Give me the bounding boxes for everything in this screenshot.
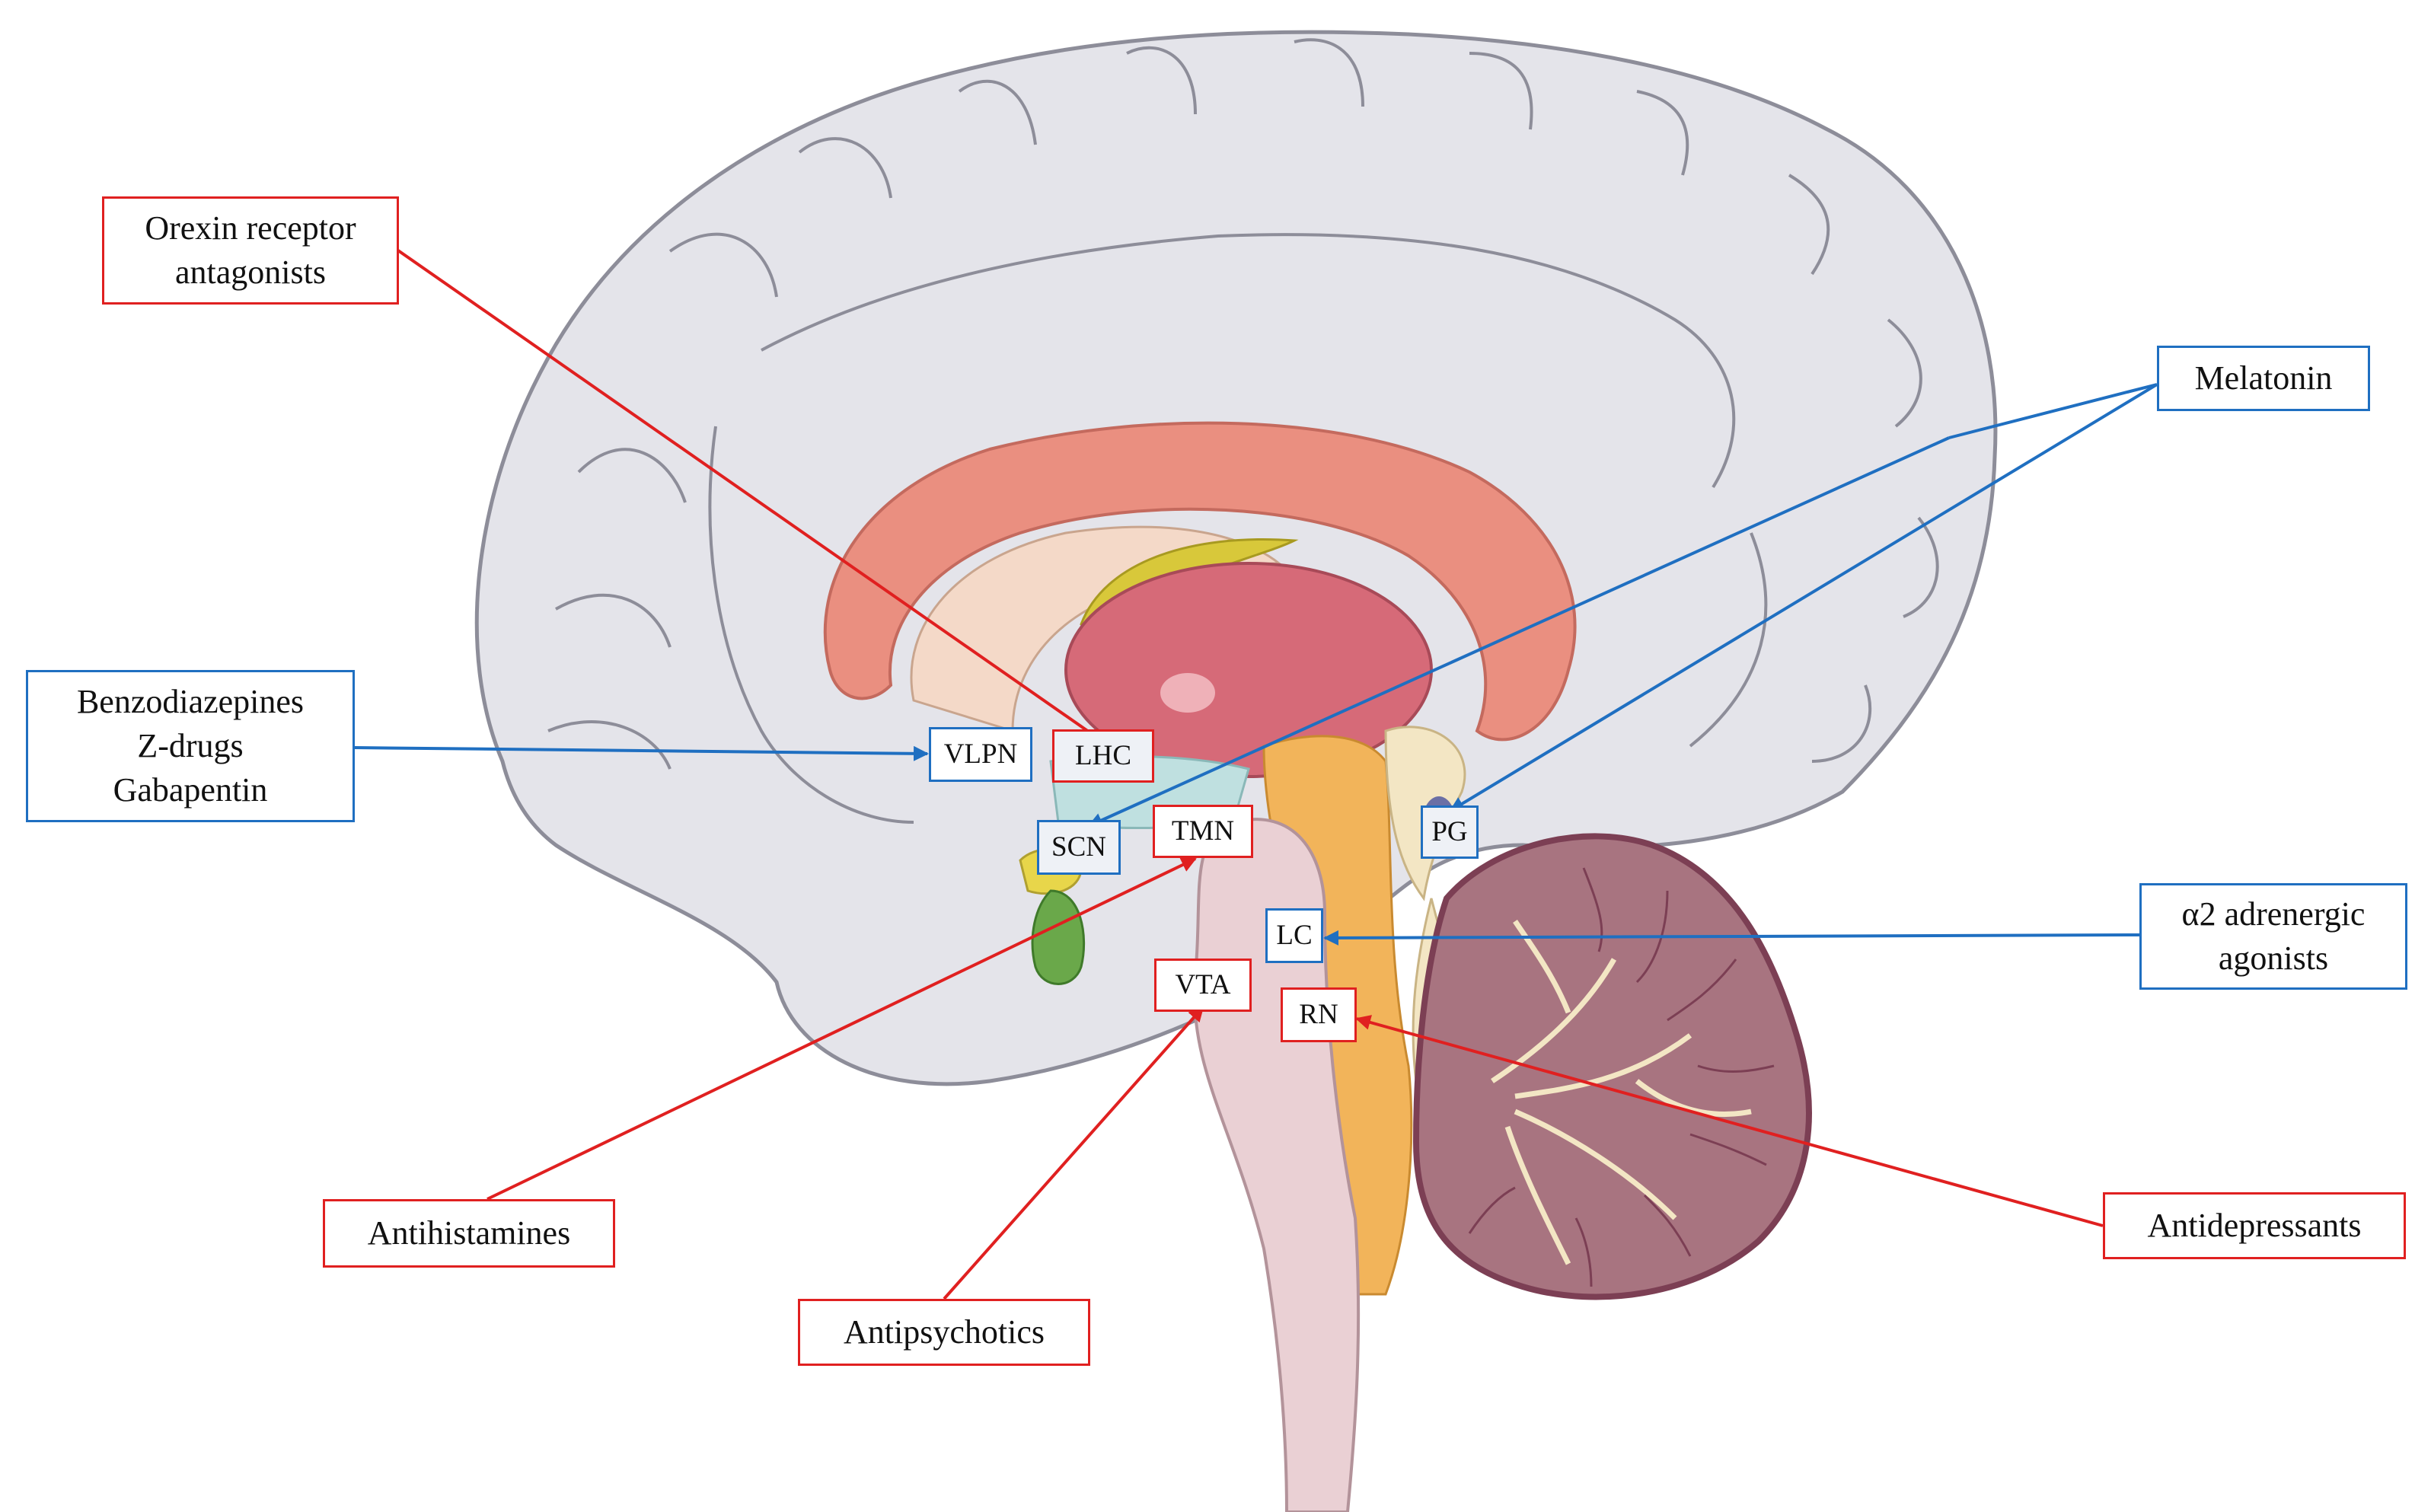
alpha2-agonists-label: α2 adrenergic agonists (2139, 883, 2407, 990)
benzo-line-3: Gabapentin (113, 771, 268, 809)
arrow-benzo-vlpn (354, 745, 929, 761)
line-melatonin-1 (1948, 383, 2158, 439)
melatonin-text: Melatonin (2194, 359, 2333, 397)
antidepressants-label: Antidepressants (2103, 1192, 2406, 1259)
benzodiazepines-label: Benzodiazepines Z-drugs Gabapentin (26, 670, 355, 822)
region-lhc-text: LHC (1075, 739, 1131, 771)
region-lhc: LHC (1052, 729, 1154, 783)
orexin-line-1: Orexin receptor (145, 209, 356, 247)
benzo-line-2: Z-drugs (137, 726, 244, 764)
arrow-melatonin-pg (1449, 383, 2158, 812)
region-scn: SCN (1037, 820, 1121, 875)
region-vta: VTA (1154, 959, 1252, 1012)
orexin-line-2: antagonists (175, 254, 326, 291)
arrow-alpha2-lc (1323, 930, 2140, 946)
region-vta-text: VTA (1175, 968, 1231, 1000)
region-pg-text: PG (1431, 815, 1468, 847)
region-vlpn: VLPN (929, 727, 1032, 782)
arrow-antipsych-vta (943, 1006, 1204, 1300)
region-tmn-text: TMN (1171, 815, 1235, 847)
antipsychotics-text: Antipsychotics (844, 1313, 1045, 1351)
antihistamines-text: Antihistamines (367, 1214, 571, 1252)
connector-lines (354, 242, 2158, 1300)
region-tmn: TMN (1153, 805, 1253, 858)
arrow-antidep-rn (1355, 1015, 2104, 1227)
benzo-line-1: Benzodiazepines (76, 682, 305, 720)
arrow-antihist-tmn (487, 857, 1197, 1201)
alpha2-line-2: agonists (2218, 939, 2329, 977)
cerebellum (1412, 833, 1812, 1300)
region-rn: RN (1281, 987, 1357, 1042)
gyri-folds (547, 38, 1939, 824)
antihistamines-label: Antihistamines (323, 1199, 615, 1268)
antidepressants-text: Antidepressants (2147, 1206, 2362, 1244)
orexin-antagonists-label: Orexin receptor antagonists (102, 196, 399, 305)
alpha2-line-1: α2 adrenergic (2181, 895, 2366, 933)
region-rn-text: RN (1299, 998, 1338, 1030)
arbor-vitae (1491, 920, 1752, 1265)
folia (1468, 867, 1775, 1287)
arrow-melatonin-scn (1087, 436, 1950, 828)
region-pg: PG (1421, 805, 1479, 859)
melatonin-label: Melatonin (2157, 346, 2370, 411)
region-lc: LC (1265, 908, 1323, 963)
antipsychotics-label: Antipsychotics (798, 1299, 1090, 1366)
corpus-callosum (823, 421, 1577, 742)
region-scn-text: SCN (1051, 831, 1106, 863)
fornix (910, 525, 1283, 733)
region-lc-text: LC (1276, 919, 1313, 951)
massa-intermedia (1160, 673, 1215, 713)
region-vlpn-text: VLPN (943, 738, 1018, 770)
arrow-orexin-lhc (387, 242, 1105, 744)
